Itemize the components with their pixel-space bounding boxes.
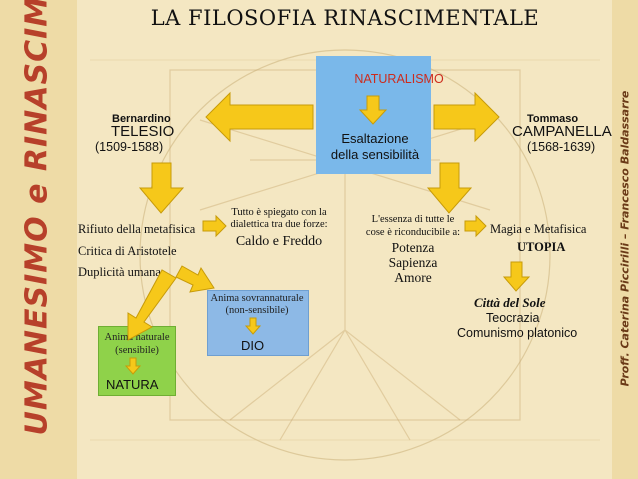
natura-down-arrow-icon — [124, 357, 142, 375]
dio-down-arrow-icon — [244, 317, 262, 335]
left-band — [0, 0, 77, 479]
center-line-1: Esaltazione — [341, 131, 409, 146]
dialectic-forces: Caldo e Freddo — [235, 234, 323, 249]
left-arrow-icon — [205, 91, 314, 143]
essence-item: Amore — [394, 270, 432, 285]
center-line-2: della sensibilità — [330, 147, 420, 162]
campanella-utopia: UTOPIA — [517, 240, 566, 254]
utopia-down-arrow-icon — [502, 261, 531, 292]
center-down-arrow-icon — [358, 95, 388, 125]
campanella-last-name: CAMPANELLA — [512, 123, 612, 140]
campanella-down-arrow-icon — [426, 162, 473, 214]
campanella-dates: (1568-1639) — [527, 140, 596, 154]
dialectic-line-1: Tutto è spiegato con la — [231, 207, 327, 218]
telesio-dates: (1509-1588) — [95, 140, 164, 154]
essence-line-1: L'essenza di tutte le — [371, 214, 455, 225]
naturalismo-heading: NATURALISMO — [354, 72, 444, 86]
telesio-point: Duplicità umana — [78, 265, 161, 279]
essence-item: Potenza — [391, 240, 435, 255]
essence-item: Sapienza — [388, 255, 438, 270]
right-arrow-icon — [433, 91, 500, 143]
natura-split-arrow-icon — [127, 269, 177, 341]
book-item: Teocrazia — [486, 311, 540, 325]
campanella-magic: Magia e Metafisica — [490, 222, 587, 236]
telesio-point: Critica di Aristotele — [78, 244, 177, 258]
anima-sovrannaturale-box — [207, 290, 309, 356]
essence-line-2: cose è riconducibile a: — [365, 227, 461, 238]
anima-sovrannaturale-line-1: Anima sovrannaturale — [210, 293, 304, 304]
campanella-book: Città del Sole — [474, 295, 546, 310]
telesio-down-arrow-icon — [138, 162, 185, 214]
dialectic-line-2: dialettica tra due forze: — [230, 219, 328, 230]
dio-label: DIO — [241, 338, 265, 353]
page-title: LA FILOSOFIA RINASCIMENTALE — [150, 6, 540, 30]
natura-label: NATURA — [106, 377, 159, 392]
anima-naturale-line-1: Anima naturale — [104, 332, 170, 343]
right-band — [612, 0, 638, 479]
dialectic-arrow-icon — [202, 214, 227, 238]
telesio-point: Rifiuto della metafisica — [78, 222, 196, 236]
telesio-last-name: TELESIO — [111, 123, 175, 140]
dio-split-arrow-icon — [175, 265, 215, 293]
book-item: Comunismo platonico — [457, 326, 578, 340]
telesio-first-name: Bernardino — [112, 113, 171, 125]
anima-sovrannaturale-line-2: (non-sensibile) — [225, 305, 289, 316]
magia-arrow-icon — [464, 214, 487, 238]
campanella-first-name: Tommaso — [527, 113, 579, 125]
anima-naturale-line-2: (sensibile) — [115, 345, 159, 356]
